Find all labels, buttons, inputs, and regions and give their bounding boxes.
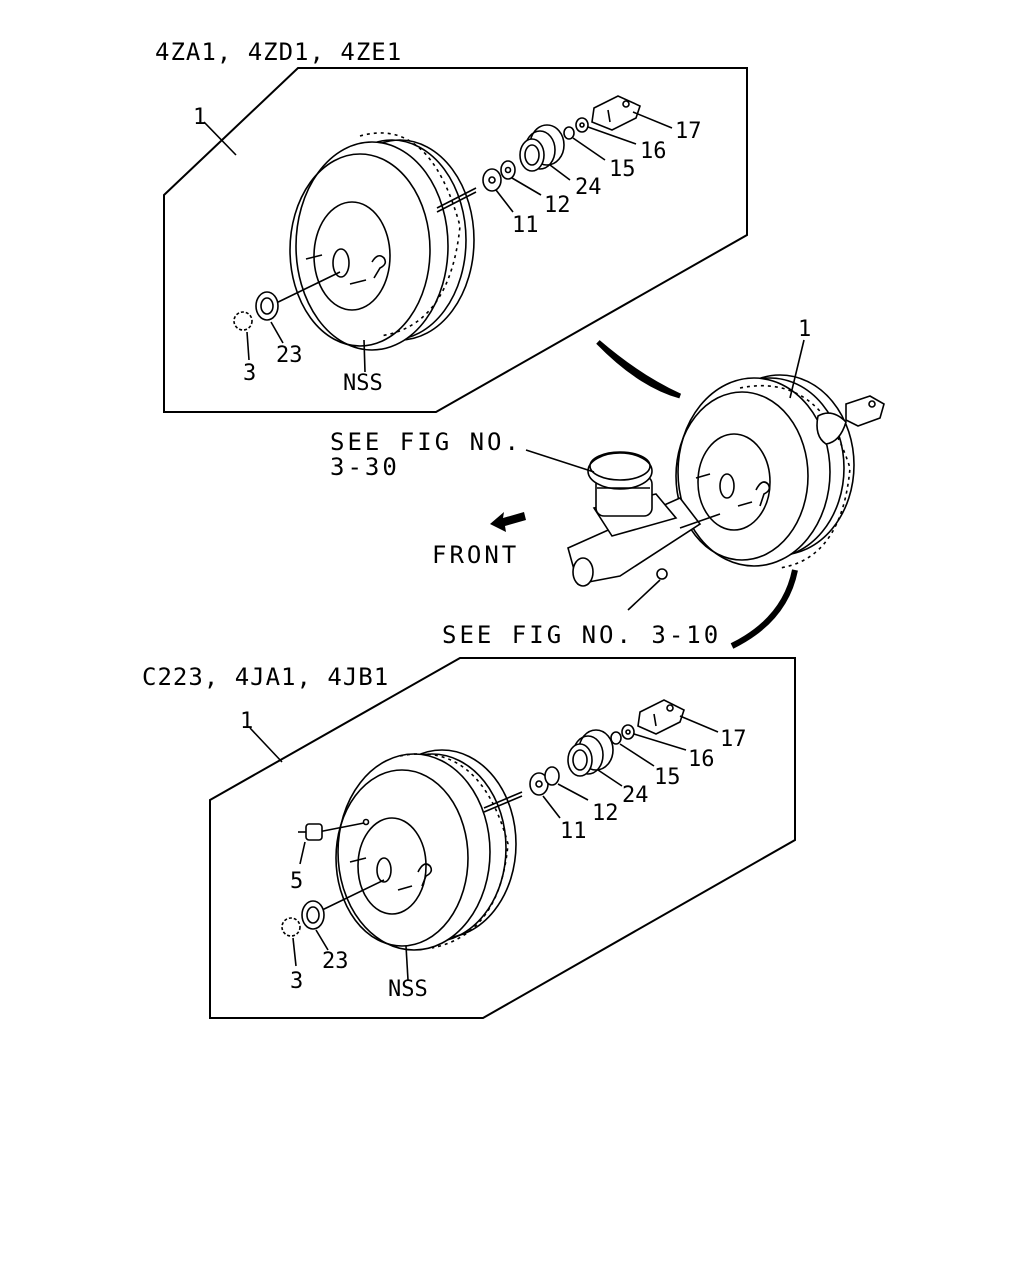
bottom-label-15: 15 — [654, 765, 681, 790]
bottom-part-16 — [621, 724, 635, 740]
bottom-part-3-washer — [281, 917, 301, 937]
top-part-16 — [575, 117, 589, 133]
bottom-label-16: 16 — [688, 747, 715, 772]
bottom-part-15 — [610, 731, 622, 745]
top-label-17: 17 — [675, 119, 702, 144]
bottom-part-12 — [544, 766, 560, 786]
master-cylinder — [567, 451, 721, 587]
bottom-label-23: 23 — [322, 949, 349, 974]
bottom-label-12: 12 — [592, 801, 619, 826]
ref-fig-3-10: SEE FIG NO. 3-10 — [442, 621, 721, 649]
top-part-17-clevis — [591, 95, 641, 131]
bottom-part-23-seal — [301, 900, 325, 930]
top-label-nss: NSS — [343, 371, 383, 396]
center-assembly: 1 SEE FIG NO. 3-30 FRONT SEE FIG NO. 3-1… — [330, 317, 885, 649]
bottom-label-1: 1 — [240, 709, 253, 734]
top-label-16: 16 — [640, 139, 667, 164]
bottom-variant-header: C223, 4JA1, 4JB1 — [142, 663, 389, 691]
top-part-11 — [482, 168, 502, 192]
bottom-label-nss: NSS — [388, 977, 428, 1002]
front-label: FRONT — [432, 541, 519, 569]
bottom-part-5-valve — [298, 823, 323, 841]
lower-connector-arc — [730, 569, 798, 649]
bottom-panel-frame — [209, 657, 796, 1019]
top-part-15 — [563, 126, 575, 140]
assembly-booster — [675, 374, 885, 569]
top-label-23: 23 — [276, 343, 303, 368]
top-part-24-boot — [519, 124, 565, 172]
assembly-leaders — [525, 339, 805, 611]
ref-fig-3-30-line1: SEE FIG NO. — [330, 428, 522, 456]
top-part-23-seal — [255, 291, 279, 321]
top-label-11: 11 — [512, 213, 539, 238]
top-panel-frame — [163, 67, 748, 413]
bottom-booster-body — [317, 749, 523, 951]
bottom-part-11 — [529, 772, 549, 796]
top-label-1: 1 — [193, 105, 206, 130]
bottom-part-17-clevis — [637, 699, 685, 735]
top-label-3: 3 — [243, 361, 256, 386]
bottom-label-3: 3 — [290, 969, 303, 994]
front-arrow — [490, 512, 526, 532]
upper-connector-arc — [596, 340, 682, 399]
bottom-part-24-boot — [567, 729, 614, 777]
top-leaders — [203, 111, 673, 373]
top-part-12 — [500, 160, 516, 180]
top-label-15: 15 — [609, 157, 636, 182]
bottom-variant-panel: C223, 4JA1, 4JB1 — [142, 657, 796, 1019]
bottom-label-5: 5 — [290, 869, 303, 894]
top-booster-body — [269, 132, 477, 351]
ref-fig-3-30-line2: 3-30 — [330, 453, 400, 481]
assembly-label-1: 1 — [798, 317, 811, 342]
bottom-label-17: 17 — [720, 727, 747, 752]
top-variant-header: 4ZA1, 4ZD1, 4ZE1 — [155, 38, 402, 66]
bottom-label-11: 11 — [560, 819, 587, 844]
bottom-label-24: 24 — [622, 783, 649, 808]
top-label-24: 24 — [575, 175, 602, 200]
top-part-3-washer — [233, 311, 253, 331]
top-variant-panel: 4ZA1, 4ZD1, 4ZE1 — [155, 38, 748, 413]
top-label-12: 12 — [544, 193, 571, 218]
bottom-leaders — [249, 715, 719, 981]
